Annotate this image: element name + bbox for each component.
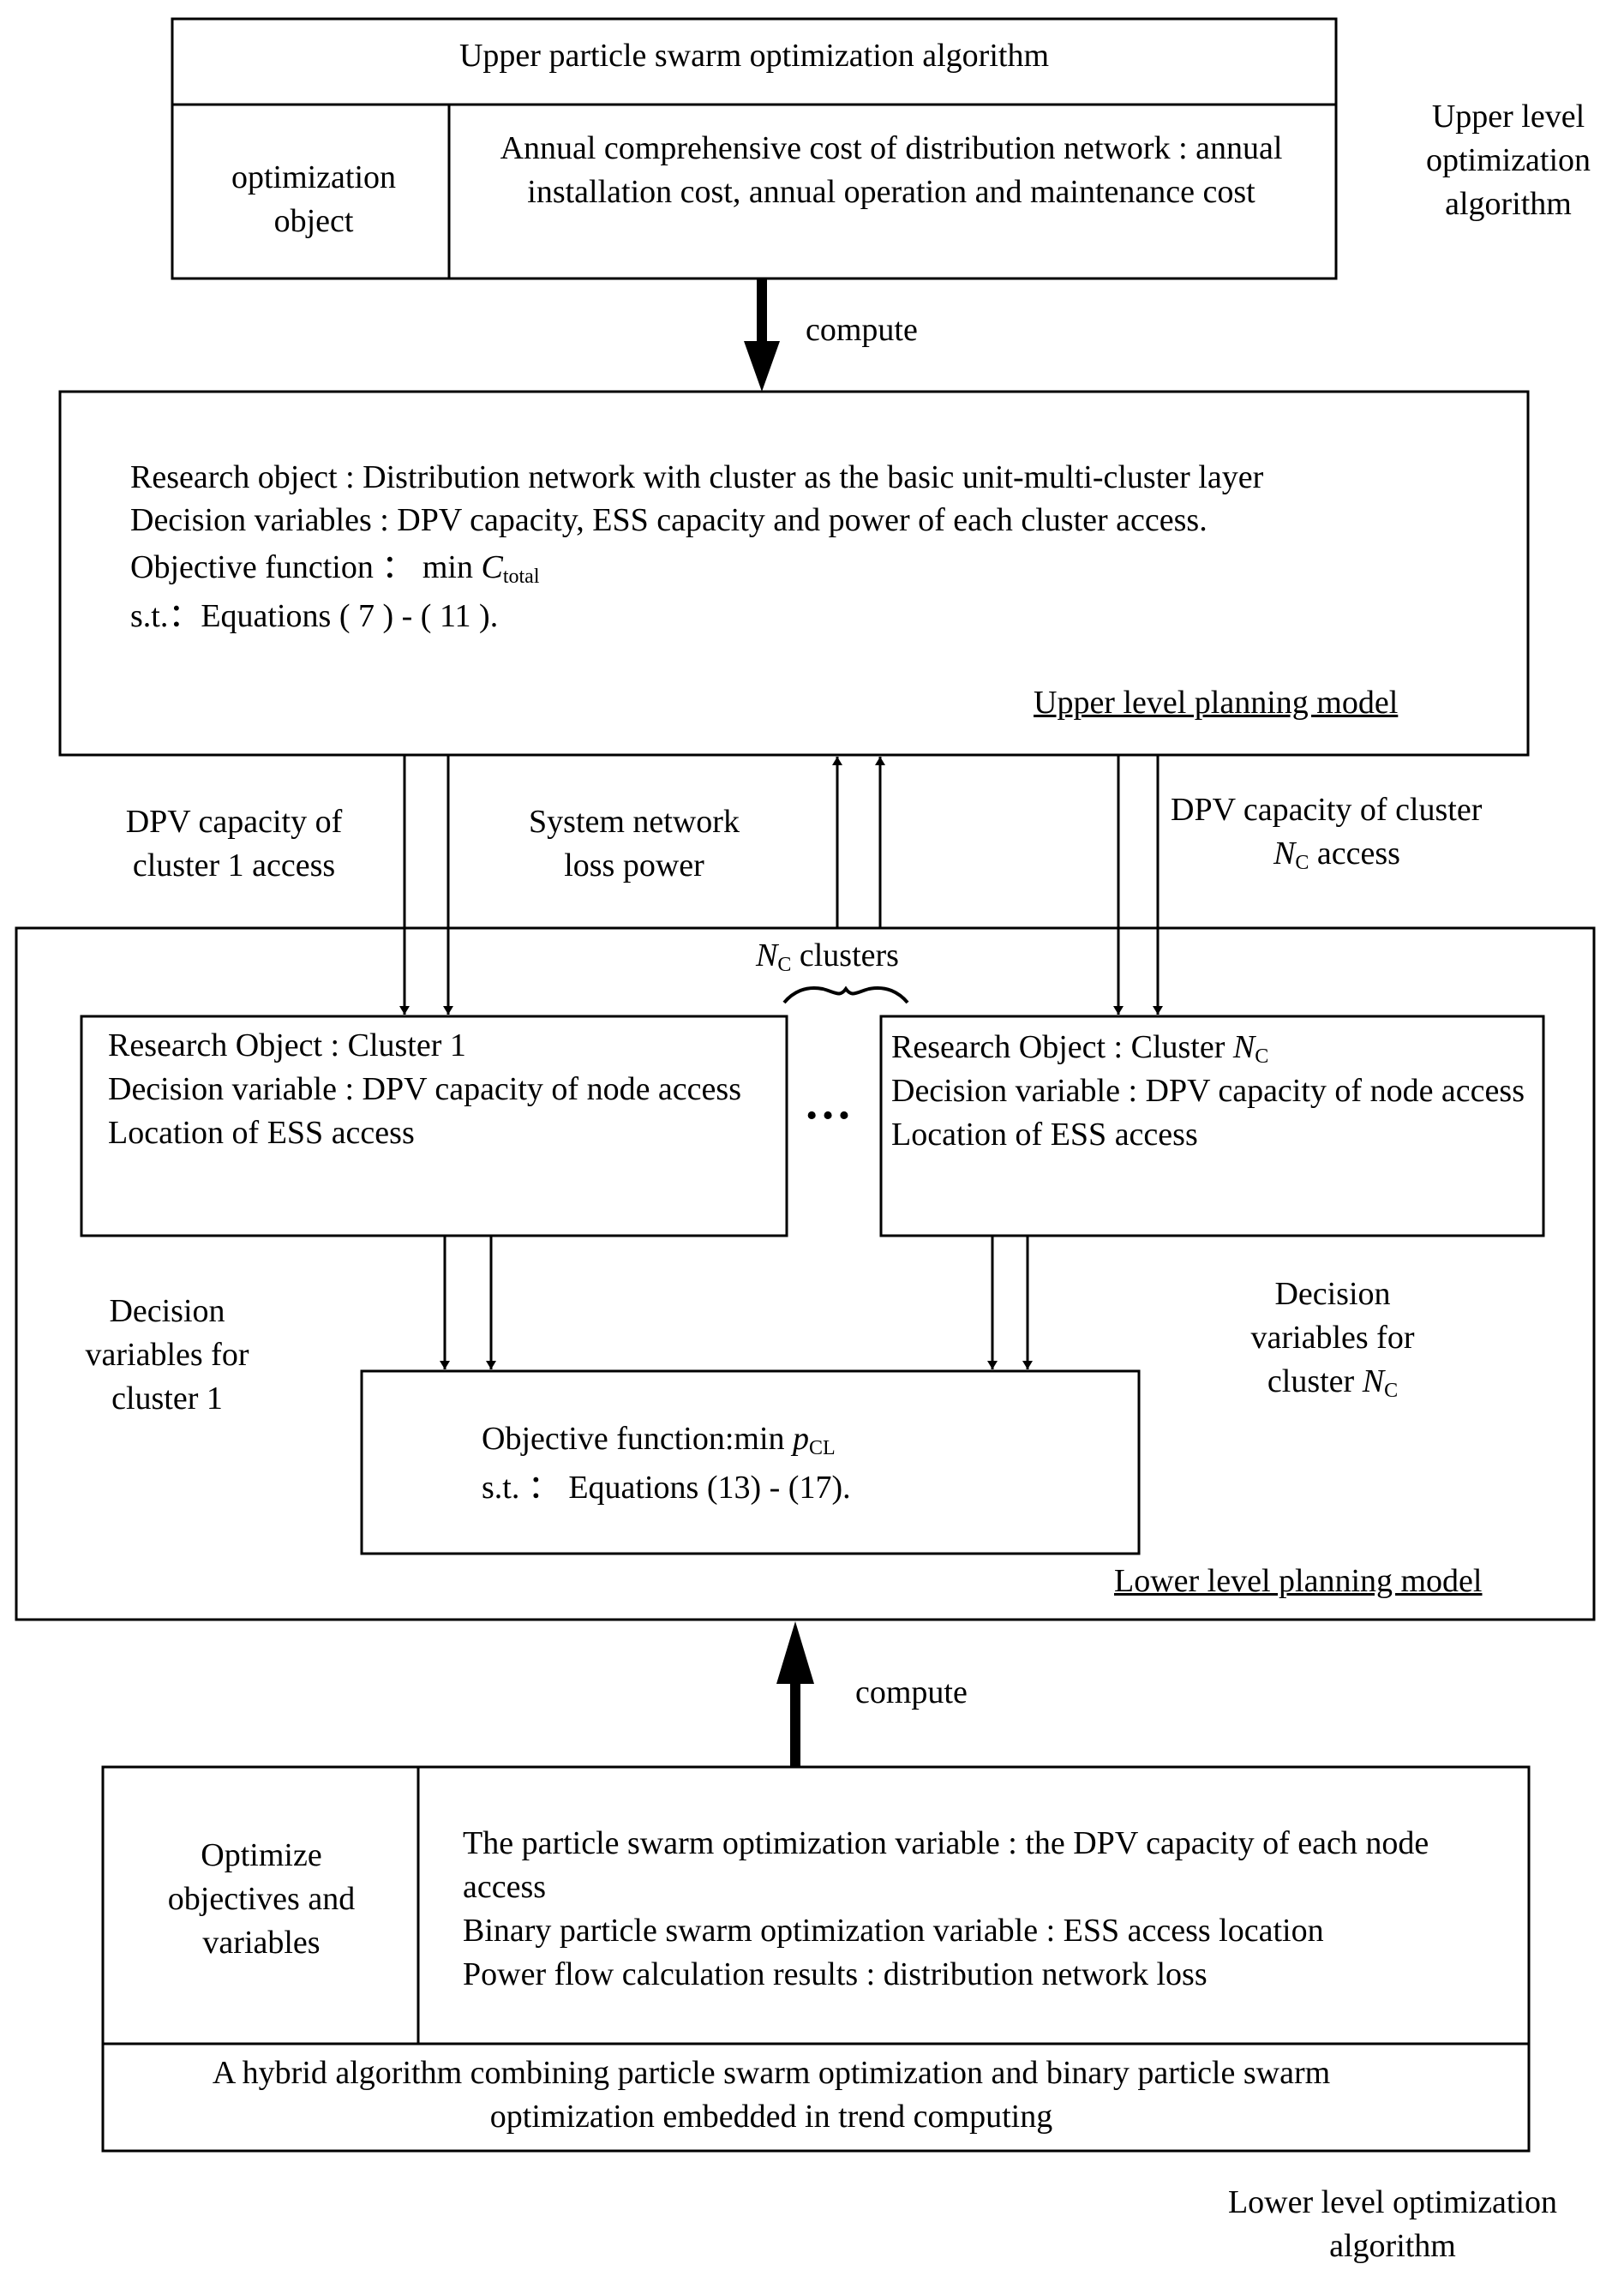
decision-variables-cluster1-label: Decision variables for cluster 1 bbox=[85, 1293, 249, 1417]
decision-variables-clusterN-line3: cluster NC bbox=[1217, 1360, 1448, 1404]
clusterN-ess-location: Location of ESS access bbox=[891, 1117, 1198, 1153]
upper-model-decision-variables: Decision variables : DPV capacity, ESS c… bbox=[130, 502, 1208, 538]
decision-variables-clusterN-sub: C bbox=[1384, 1380, 1399, 1402]
upper-algorithm-row-content: Annual comprehensive cost of distributio… bbox=[500, 130, 1283, 210]
cluster-1-box bbox=[80, 1015, 788, 1237]
cluster1-content: Research Object : Cluster 1 Decision var… bbox=[108, 1024, 776, 1155]
clusterN-sub: C bbox=[1255, 1045, 1269, 1068]
label-dpv-clusterN-line1: DPV capacity of cluster bbox=[1171, 792, 1483, 828]
upper-model-box bbox=[58, 390, 1530, 757]
clusterN-content: Research Object : Cluster NC Decision va… bbox=[891, 1026, 1525, 1157]
lower-model-box bbox=[15, 926, 1596, 1621]
clusterN-research-object-text: Research Object : Cluster bbox=[891, 1029, 1233, 1065]
decision-variables-clusterN-text: cluster bbox=[1267, 1363, 1363, 1399]
lower-algorithm-content: The particle swarm optimization variable… bbox=[463, 1822, 1491, 1997]
decision-variables-clusterN-line1: Decision bbox=[1274, 1276, 1391, 1312]
upper-model-objective: Objective function ： min Ctotal bbox=[130, 546, 539, 590]
label-system-network-loss: System network loss power bbox=[529, 804, 740, 883]
decision-variables-clusterN-line2: variables for bbox=[1250, 1320, 1415, 1356]
upper-algorithm-box bbox=[171, 17, 1338, 280]
upper-model-constraints: s.t.：Equations ( 7 ) - ( 11 ). bbox=[130, 598, 499, 634]
lower-objective-box bbox=[360, 1369, 1141, 1555]
lower-objective-var: p bbox=[793, 1421, 810, 1457]
label-dpv-capacity-clusterN: DPV capacity of cluster NC access bbox=[1171, 788, 1482, 876]
upper-model-caption: Upper level planning model bbox=[1034, 685, 1399, 721]
upper-algorithm-row-label: optimization object bbox=[231, 159, 397, 239]
lower-objective-text: Objective function:min bbox=[482, 1421, 794, 1457]
cluster1-research-object: Research Object : Cluster 1 bbox=[108, 1027, 466, 1063]
upper-algorithm-title: Upper particle swarm optimization algori… bbox=[458, 38, 1050, 74]
lower-objective-constraints: s.t. ： Equations (13) - (17). bbox=[482, 1470, 851, 1506]
lower-objective-function: Objective function:min pCL bbox=[482, 1417, 836, 1461]
clusters-var: N bbox=[756, 937, 778, 973]
cluster-n-box bbox=[879, 1015, 1545, 1237]
clusterN-decision-variable: Decision variable : DPV capacity of node… bbox=[891, 1073, 1525, 1109]
compute-arrow-down bbox=[744, 279, 780, 392]
lower-algorithm-box bbox=[101, 1765, 1531, 2153]
lower-algorithm-row-label: Optimize objectives and variables bbox=[167, 1837, 356, 1961]
upper-model-research-object: Research object : Distribution network w… bbox=[130, 459, 1264, 495]
decision-variables-clusterN-var: N bbox=[1362, 1363, 1385, 1399]
lower-algorithm-pso-variable: The particle swarm optimization variable… bbox=[463, 1825, 1429, 1905]
upper-model-objective-sub: total bbox=[502, 566, 540, 588]
compute-arrow-up bbox=[776, 1621, 814, 1767]
clusters-count-label: NC clusters bbox=[756, 934, 899, 978]
clusters-ellipsis: … bbox=[804, 1076, 852, 1129]
label-dpv-capacity-cluster1: DPV capacity of cluster 1 access bbox=[125, 804, 343, 883]
label-dpv-clusterN-tail: access bbox=[1309, 836, 1400, 871]
clusters-brace bbox=[782, 985, 909, 1004]
label-dpv-clusterN-sub: C bbox=[1295, 852, 1309, 874]
clusters-text: clusters bbox=[791, 937, 899, 973]
lower-objective-sub: CL bbox=[809, 1437, 836, 1459]
lower-algorithm-bpso-variable: Binary particle swarm optimization varia… bbox=[463, 1913, 1324, 1949]
clusterN-research-object: Research Object : Cluster NC bbox=[891, 1026, 1525, 1069]
label-dpv-clusterN-var: N bbox=[1273, 836, 1296, 871]
lower-model-caption: Lower level planning model bbox=[1114, 1563, 1483, 1599]
cluster1-ess-location: Location of ESS access bbox=[108, 1115, 415, 1151]
compute-label-bottom: compute bbox=[855, 1674, 968, 1710]
cluster1-decision-variable: Decision variable : DPV capacity of node… bbox=[108, 1071, 741, 1107]
label-dpv-clusterN-line2: NC access bbox=[1171, 832, 1482, 876]
lower-algorithm-power-flow: Power flow calculation results : distrib… bbox=[463, 1956, 1208, 1992]
upper-model-objective-text: Objective function ： min bbox=[130, 549, 482, 585]
decision-variables-clusterN-label: Decision variables for cluster NC bbox=[1217, 1273, 1448, 1404]
clusters-sub: C bbox=[777, 954, 792, 976]
compute-label-top: compute bbox=[806, 312, 918, 348]
upper-algorithm-side-label: Upper level optimization algorithm bbox=[1425, 99, 1591, 222]
lower-algorithm-footer: A hybrid algorithm combining particle sw… bbox=[212, 2055, 1331, 2135]
clusterN-var: N bbox=[1232, 1029, 1255, 1065]
lower-algorithm-side-label: Lower level optimization algorithm bbox=[1227, 2184, 1558, 2264]
upper-model-objective-var: C bbox=[481, 549, 503, 585]
